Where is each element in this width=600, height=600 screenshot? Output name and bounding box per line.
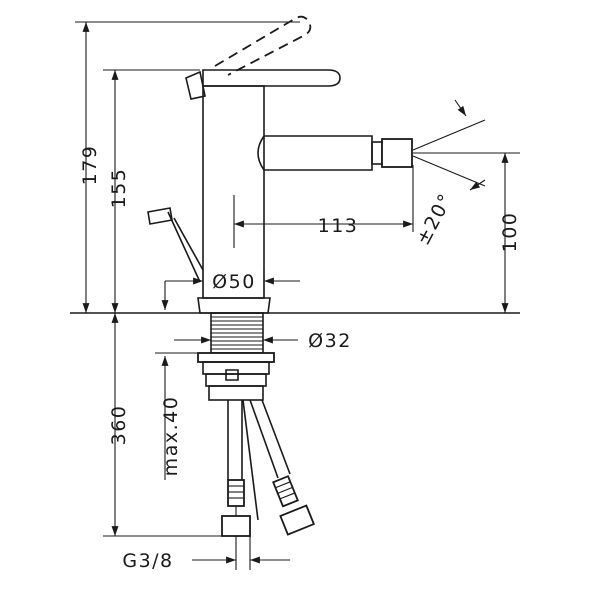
dim-spout-reach: 113: [233, 165, 414, 248]
dim-thread-diameter-label: Ø32: [308, 330, 352, 352]
dim-total-height-label: 179: [79, 145, 101, 186]
dim-total-height: 179: [75, 21, 300, 313]
lever-handle-open-position: [214, 15, 312, 76]
dim-max-deck-label: max.40: [160, 396, 182, 477]
dim-spray-angle-label: ±20°: [412, 189, 458, 248]
dim-body-diameter: Ø50: [161, 270, 300, 310]
dim-max-deck: max.40: [155, 352, 198, 480]
lever-handle: [185, 69, 341, 100]
dim-spout-reach-label: 113: [318, 215, 359, 237]
dim-shank-length-label: 360: [108, 405, 130, 446]
dim-body-diameter-label: Ø50: [212, 271, 256, 293]
dim-connection-thread-label: G3/8: [122, 550, 173, 572]
dim-shank-length: 360: [103, 313, 222, 537]
dim-thread-diameter: Ø32: [174, 330, 352, 352]
popup-waste-lever: [147, 207, 204, 283]
bidet-spout: [257, 135, 413, 171]
dim-lever-height-label: 155: [108, 168, 130, 209]
dim-spout-height: 100: [499, 153, 521, 313]
dim-spout-height-label: 100: [499, 212, 521, 253]
dim-connection-thread: G3/8: [122, 536, 290, 572]
dim-lever-height: 155: [103, 69, 200, 313]
supply-hoses: [221, 399, 316, 537]
threaded-shank: [197, 312, 275, 401]
